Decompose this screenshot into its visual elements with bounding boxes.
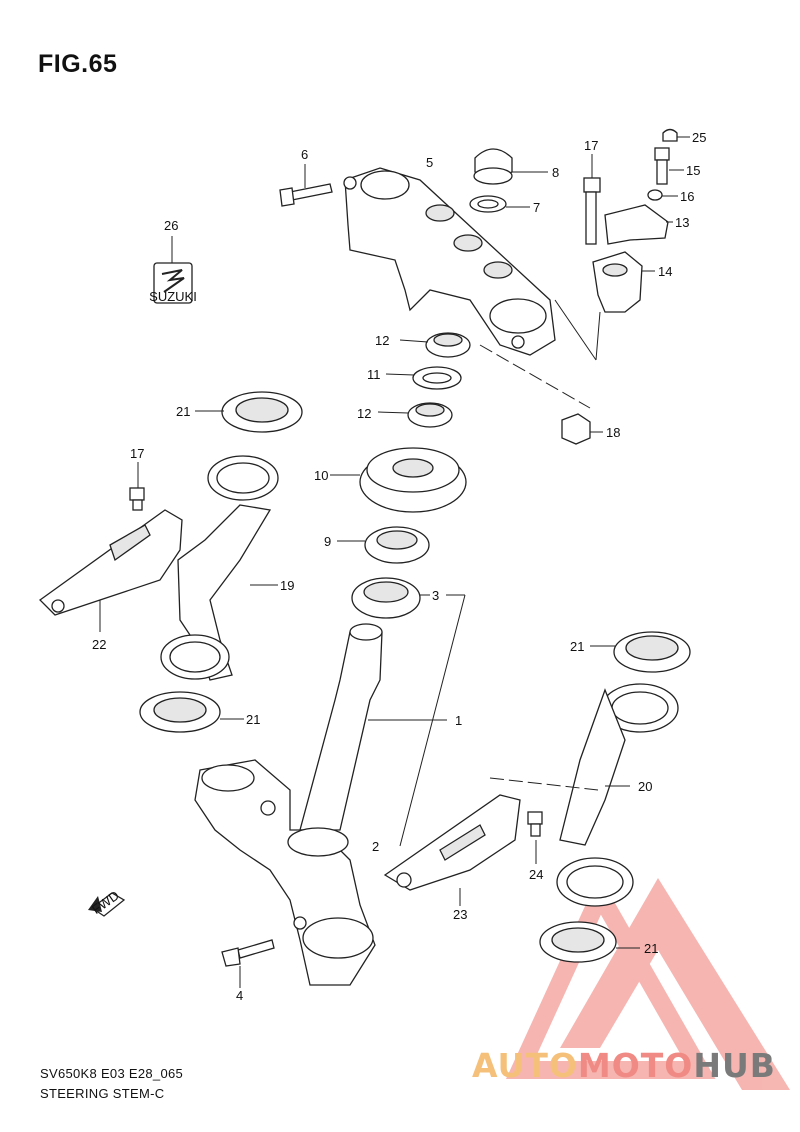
nut-part-18 [561, 413, 591, 445]
label-26: 26 [164, 218, 178, 233]
locknut-part-12-lower [407, 402, 453, 428]
label-15: 15 [686, 163, 700, 178]
bolt-part-17-left [129, 487, 145, 511]
watermark-part-auto: AUTO [472, 1046, 578, 1085]
bolt-part-24 [527, 811, 543, 837]
lower-bracket [194, 759, 376, 986]
label-2: 2 [372, 839, 379, 854]
label-4: 4 [236, 988, 243, 1003]
model-code: SV650K8 E03 E28_065 [40, 1066, 184, 1081]
grommet-part-21-lower-right [539, 921, 617, 963]
grommet-part-21-upper-left [221, 391, 303, 433]
bearing-part-9 [364, 526, 430, 564]
diagram-footer: SV650K8 E03 E28_065 STEERING STEM-C [40, 1064, 183, 1104]
bolt-part-4 [221, 939, 275, 967]
label-6: 6 [301, 147, 308, 162]
label-24: 24 [529, 867, 543, 882]
label-25: 25 [692, 130, 706, 145]
label-21d: 21 [644, 941, 658, 956]
label-3: 3 [432, 588, 439, 603]
label-10: 10 [314, 468, 328, 483]
upper-bracket-part-5 [343, 167, 556, 356]
bracket-part-23 [383, 794, 521, 891]
label-12b: 12 [357, 406, 371, 421]
label-7: 7 [533, 200, 540, 215]
guide-part-20 [556, 683, 679, 907]
figure-title: FIG.65 [38, 50, 118, 78]
label-22: 22 [92, 637, 106, 652]
label-19: 19 [280, 578, 294, 593]
label-18: 18 [606, 425, 620, 440]
bolt-part-6 [279, 183, 333, 207]
watermark-part-hub: HUB [693, 1046, 776, 1085]
screw-part-15 [654, 147, 670, 185]
label-14: 14 [658, 264, 672, 279]
washer-part-16 [647, 189, 663, 201]
grommet-part-21-lower-left [139, 691, 221, 733]
clamp-part-13 [604, 204, 669, 245]
cap-nut-part-8 [473, 148, 513, 185]
label-1: 1 [455, 713, 462, 728]
grommet-part-21-upper-right [613, 631, 691, 673]
steering-stem-part-1 [299, 623, 383, 831]
label-9: 9 [324, 534, 331, 549]
label-23: 23 [453, 907, 467, 922]
bearing-part-3 [351, 577, 421, 619]
cap-part-25 [662, 128, 678, 142]
label-20: 20 [638, 779, 652, 794]
holder-part-14 [592, 251, 643, 313]
label-21c: 21 [570, 639, 584, 654]
label-21a: 21 [176, 404, 190, 419]
label-8: 8 [552, 165, 559, 180]
forward-arrow-icon: FWD [88, 888, 126, 917]
label-5: 5 [426, 155, 433, 170]
section-name: STEERING STEM-C [40, 1086, 165, 1101]
emblem-text: SUZUKI [149, 289, 197, 304]
suzuki-emblem-part-26: SUZUKI [149, 262, 197, 304]
bolt-part-17-upper [583, 177, 601, 245]
guide-part-19 [160, 455, 279, 681]
label-17a: 17 [584, 138, 598, 153]
dust-seal-part-10 [359, 447, 467, 513]
watermark-text: AUTOMOTOHUB [472, 1046, 776, 1085]
label-13: 13 [675, 215, 689, 230]
label-17b: 17 [130, 446, 144, 461]
watermark-logo-icon [505, 875, 790, 1090]
watermark-part-moto: MOTO [577, 1046, 694, 1085]
locknut-part-12-upper [425, 332, 471, 358]
label-11: 11 [367, 367, 381, 382]
bracket-part-22 [38, 509, 183, 616]
label-12a: 12 [375, 333, 389, 348]
label-21b: 21 [246, 712, 260, 727]
label-16: 16 [680, 189, 694, 204]
